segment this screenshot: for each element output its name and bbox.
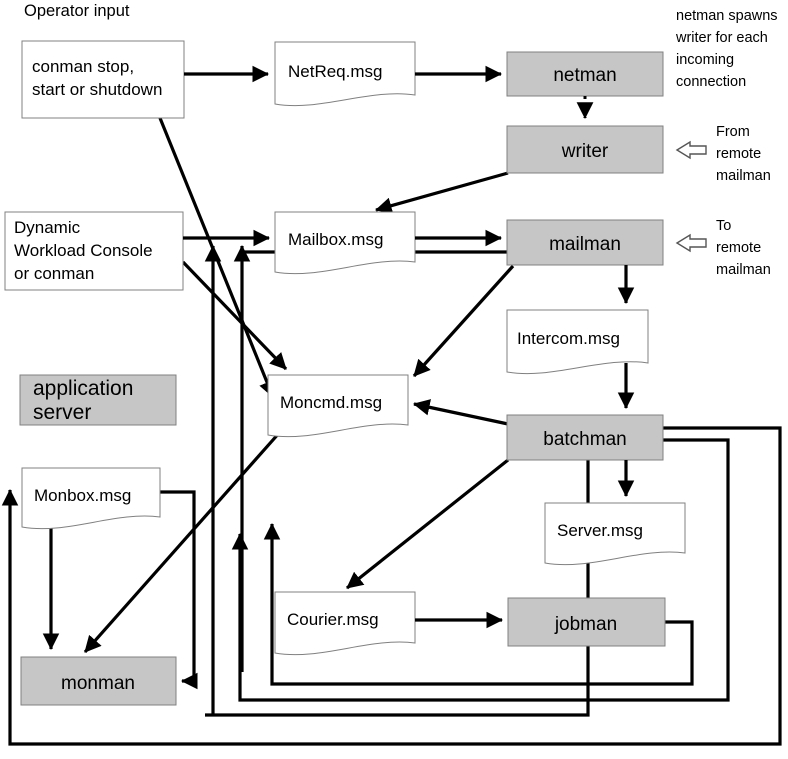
node-conman-command: conman stop, start or shutdown xyxy=(21,40,185,119)
netman-label: netman xyxy=(553,65,616,86)
edge-moncmd-to-monman xyxy=(83,430,282,654)
note-to-remote-line3: mailman xyxy=(716,262,771,278)
dwc-line3: or conman xyxy=(14,264,94,283)
node-netman: netman xyxy=(506,51,664,97)
node-batchman: batchman xyxy=(506,414,664,461)
mailbox-msg-label: Mailbox.msg xyxy=(288,230,383,249)
server-msg-label: Server.msg xyxy=(557,521,643,540)
edge-batchman-to-courier xyxy=(346,458,509,590)
application-server-line1: application xyxy=(33,377,133,400)
node-mailman: mailman xyxy=(506,219,664,266)
legend-application-server: application server xyxy=(19,374,177,426)
note-to-remote-mailman: To remote mailman xyxy=(716,218,771,278)
node-courier-msg: Courier.msg xyxy=(274,591,416,656)
batchman-label: batchman xyxy=(543,429,626,450)
note-netman-spawns-line1: netman spawns xyxy=(676,8,778,24)
node-monman: monman xyxy=(20,656,177,706)
node-monbox-msg: Monbox.msg xyxy=(21,467,161,530)
dwc-line1: Dynamic xyxy=(14,218,81,237)
edge-batchman-to-moncmd xyxy=(413,399,509,426)
node-mailbox-msg: Mailbox.msg xyxy=(274,211,416,275)
edge-jobman-to-monbox xyxy=(263,523,694,686)
node-netreq-msg: NetReq.msg xyxy=(274,41,416,107)
monbox-msg-label: Monbox.msg xyxy=(34,486,131,505)
edge-batchman-to-monman xyxy=(205,460,590,717)
to-remote-mailman-arrow-icon xyxy=(675,233,707,253)
edge-batchman-to-monbox-outer xyxy=(1,426,782,746)
note-from-remote-line3: mailman xyxy=(716,168,771,184)
note-netman-spawns-line2: writer for each xyxy=(675,30,768,46)
from-remote-mailman-arrow-icon xyxy=(675,140,707,160)
node-server-msg: Server.msg xyxy=(544,502,686,566)
note-from-remote-mailman: From remote mailman xyxy=(716,124,771,184)
note-to-remote-line1: To xyxy=(716,218,731,234)
note-from-remote-line2: remote xyxy=(716,146,761,162)
node-intercom-msg: Intercom.msg xyxy=(506,309,649,375)
note-to-remote-line2: remote xyxy=(716,240,761,256)
writer-label: writer xyxy=(561,141,609,162)
conman-command-line2: start or shutdown xyxy=(32,80,162,99)
moncmd-msg-label: Moncmd.msg xyxy=(280,393,382,412)
dwc-line2: Workload Console xyxy=(14,241,153,260)
node-dynamic-workload-console: Dynamic Workload Console or conman xyxy=(4,211,184,291)
edge-dwc-to-moncmd xyxy=(181,260,288,371)
node-writer: writer xyxy=(506,125,664,174)
node-jobman: jobman xyxy=(507,597,666,647)
note-from-remote-line1: From xyxy=(716,124,750,140)
page-title: Operator input xyxy=(24,2,130,20)
monman-label: monman xyxy=(61,673,135,694)
edge-mailman-to-moncmd xyxy=(412,264,515,378)
edge-writer-to-mailbox xyxy=(375,171,509,214)
note-netman-spawns-line4: connection xyxy=(676,74,746,90)
intercom-msg-label: Intercom.msg xyxy=(517,329,620,348)
note-netman-spawns-line3: incoming xyxy=(676,52,734,68)
edge-monbox-to-monman-right xyxy=(160,490,198,690)
courier-msg-label: Courier.msg xyxy=(287,610,379,629)
note-netman-spawns: netman spawns writer for each incoming c… xyxy=(675,8,778,90)
conman-command-line1: conman stop, xyxy=(32,57,134,76)
jobman-label: jobman xyxy=(554,614,617,635)
netreq-msg-label: NetReq.msg xyxy=(288,62,382,81)
mailman-label: mailman xyxy=(549,234,621,255)
node-moncmd-msg: Moncmd.msg xyxy=(267,374,409,438)
application-server-line2: server xyxy=(33,401,91,424)
edge-batchman-to-monbox-inner xyxy=(231,438,730,702)
